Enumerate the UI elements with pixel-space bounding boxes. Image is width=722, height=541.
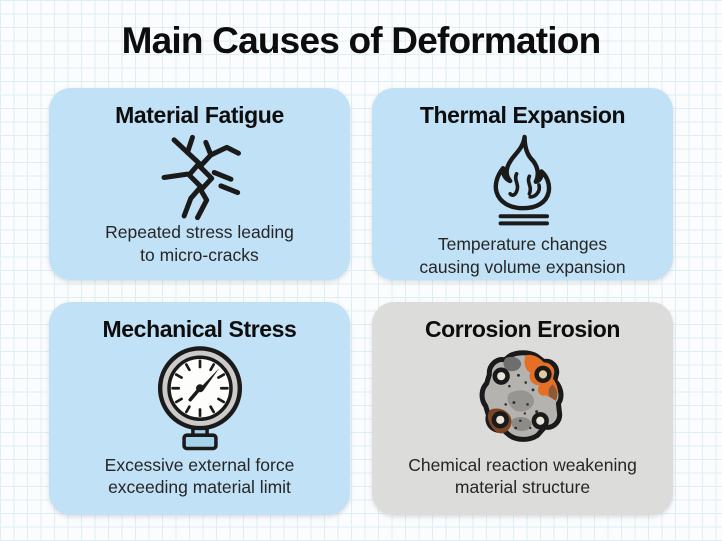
card-material-fatigue: Material Fatigue Repeated stress leading…: [49, 88, 350, 280]
page-title: Main Causes of Deformation: [121, 20, 602, 61]
crack-icon: [154, 129, 246, 221]
corroded-metal-icon: [472, 343, 574, 454]
flame-icon: [479, 129, 567, 233]
card-description: Repeated stress leading to micro-cracks: [105, 222, 294, 265]
card-description: Excessive external force exceeding mater…: [104, 454, 295, 498]
card-thermal-expansion: Thermal Expansion Temperature changes ca…: [372, 88, 673, 280]
card-title: Corrosion Erosion: [424, 316, 621, 342]
cards-grid: Material Fatigue Repeated stress leading…: [49, 88, 673, 515]
card-corrosion-erosion: Corrosion Erosion: [372, 302, 673, 515]
pressure-gauge-icon: [151, 343, 249, 454]
card-description: Temperature changes causing volume expan…: [419, 234, 626, 277]
card-description: Chemical reaction weakening material str…: [408, 454, 637, 498]
card-title: Mechanical Stress: [102, 316, 297, 342]
card-title: Thermal Expansion: [419, 102, 626, 128]
card-mechanical-stress: Mechanical Stress: [49, 302, 350, 515]
card-title: Material Fatigue: [115, 102, 284, 128]
